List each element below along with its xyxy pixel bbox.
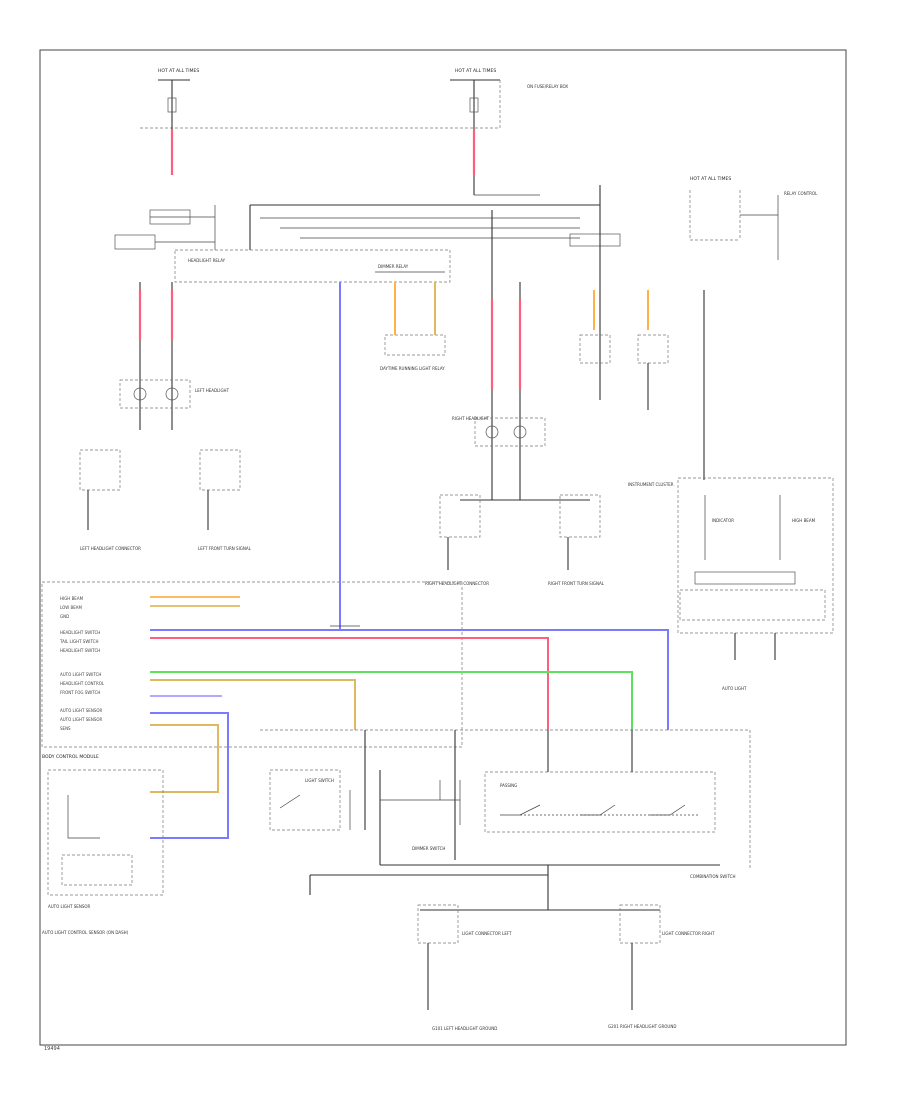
headlight-relay-box (174, 249, 451, 283)
wire-blue-top (150, 629, 669, 730)
label-light-connector-left: LIGHT CONNECTOR LEFT (462, 931, 512, 936)
label-body-control: BODY CONTROL MODULE (42, 754, 99, 760)
label-high-beam: HIGH BEAM (792, 518, 816, 523)
wire-yellow-sensor (150, 724, 219, 793)
label-right-headlight: RIGHT HEADLIGHT (452, 416, 490, 421)
label-hot-center: HOT AT ALL TIMES (455, 68, 496, 74)
right-headlight-lamp-2 (513, 425, 527, 439)
label-ground-right: G201 RIGHT HEADLIGHT GROUND (608, 1024, 676, 1029)
fuse-center (469, 97, 479, 113)
light-switch-box (269, 769, 341, 831)
svg-text:HEADLIGHT CONTROL: HEADLIGHT CONTROL (60, 681, 105, 686)
left-hl-conn-box (79, 449, 121, 491)
svg-text:HIGH BEAM: HIGH BEAM (60, 596, 84, 601)
left-headlight-lamp-2 (165, 387, 179, 401)
label-fuse-note: ON FUSE/RELAY BOX (527, 84, 568, 89)
label-left-headlight: LEFT HEADLIGHT (195, 388, 230, 393)
page-reference: 19494 (44, 1046, 60, 1052)
label-cluster-ground: AUTO LIGHT (722, 686, 747, 691)
daytime-relay-box (384, 334, 446, 356)
right-headlight-lamp-1 (485, 425, 499, 439)
label-ground-left: G101 LEFT HEADLIGHT GROUND (432, 1026, 497, 1031)
label-passing: PASSING (500, 783, 517, 788)
label-hot-right: HOT AT ALL TIMES (690, 176, 731, 182)
svg-text:TAIL LIGHT SWITCH: TAIL LIGHT SWITCH (59, 639, 98, 644)
left-headlight-box (119, 379, 191, 409)
label-indicator: INDICATOR (712, 518, 734, 523)
left-turn-box (199, 449, 241, 491)
passing-switch-box (484, 771, 716, 833)
label-combination-switch: COMBINATION SWITCH (690, 874, 735, 879)
label-hot-left: HOT AT ALL TIMES (158, 68, 199, 74)
label-right-turn: RIGHT FRONT TURN SIGNAL (548, 581, 605, 586)
svg-text:AUTO LIGHT SWITCH: AUTO LIGHT SWITCH (60, 672, 101, 677)
diagram-frame (39, 49, 847, 1046)
wire-blue-sensor (150, 712, 229, 839)
label-headlight-relay: HEADLIGHT RELAY (188, 258, 226, 263)
svg-text:HEADLIGHT SWITCH: HEADLIGHT SWITCH (60, 630, 100, 635)
right-turn-box (559, 494, 601, 538)
label-instrument-cluster: INSTRUMENT CLUSTER (628, 482, 674, 487)
right-headlight-box (474, 417, 546, 447)
relay-block-2 (114, 234, 156, 250)
label-dimmer-switch: DIMMER SWITCH (412, 846, 445, 851)
label-dimmer-relay: DIMMER RELAY (378, 264, 409, 269)
svg-text:LOW BEAM: LOW BEAM (60, 605, 82, 610)
wire-green-main (150, 671, 633, 730)
bcm-box (41, 581, 463, 748)
right-hl-conn-box (439, 494, 481, 538)
label-light-connector-right: LIGHT CONNECTOR RIGHT (662, 931, 715, 936)
label-left-turn: LEFT FRONT TURN SIGNAL (198, 546, 252, 551)
svg-text:FRONT FOG SWITCH: FRONT FOG SWITCH (60, 690, 100, 695)
wire-red-main (150, 637, 549, 730)
svg-text:AUTO LIGHT SENSOR: AUTO LIGHT SENSOR (60, 717, 103, 722)
label-auto-light-sensor: AUTO LIGHT SENSOR (48, 904, 91, 909)
label-right-hl-conn: RIGHT HEADLIGHT CONNECTOR (425, 581, 489, 586)
label-daytime-relay: DAYTIME RUNNING LIGHT RELAY (380, 366, 445, 371)
label-left-hl-conn: LEFT HEADLIGHT CONNECTOR (80, 546, 141, 551)
fuse-left (167, 97, 177, 113)
svg-text:AUTO LIGHT SENSOR: AUTO LIGHT SENSOR (60, 708, 103, 713)
label-relay-note: RELAY CONTROL (784, 191, 818, 196)
label-auto-light-sensor-note: AUTO LIGHT CONTROL SENSOR (ON DASH) (42, 930, 129, 935)
svg-text:HEADLIGHT SWITCH: HEADLIGHT SWITCH (60, 648, 100, 653)
bcm-pin-labels: HIGH BEAM LOW BEAM GND HEADLIGHT SWITCH … (59, 596, 105, 731)
svg-text:SENS: SENS (60, 726, 71, 731)
wire-yellow-main (150, 679, 356, 730)
relay-right-box (569, 233, 621, 247)
auto-light-sensor-box (47, 769, 164, 896)
svg-text:GND: GND (60, 614, 69, 619)
instrument-cluster-box (677, 477, 834, 634)
left-headlight-lamp-1 (133, 387, 147, 401)
label-light-switch: LIGHT SWITCH (305, 778, 334, 783)
